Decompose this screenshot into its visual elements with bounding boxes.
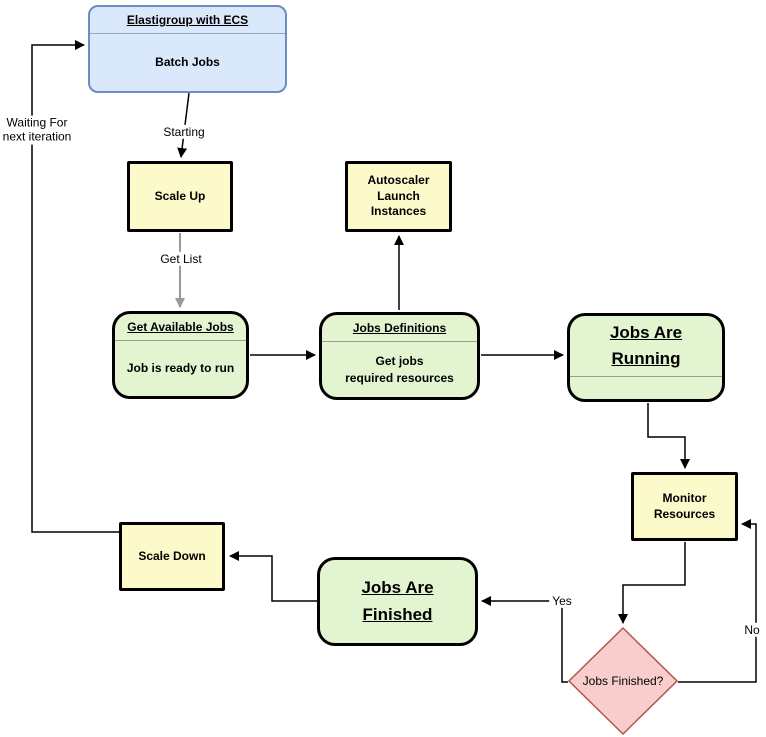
edge-finished-to-scaledown: [229, 551, 317, 602]
node-title: Jobs Are Finished: [361, 578, 434, 624]
node-get-available-jobs[interactable]: Get Available Jobs Job is ready to run: [112, 311, 249, 399]
node-jobs-finished-decision[interactable]: Jobs Finished?: [568, 627, 678, 735]
node-title: Get Available Jobs: [115, 314, 246, 341]
edge-label-no: No: [741, 622, 763, 638]
node-title: Elastigroup with ECS: [90, 7, 285, 34]
node-jobs-are-running[interactable]: Jobs Are Running: [567, 313, 725, 402]
node-scale-down[interactable]: Scale Down: [119, 522, 225, 591]
node-autoscaler-launch-instances[interactable]: Autoscaler Launch Instances: [345, 161, 452, 232]
edge-decision-yes-to-finished: [481, 596, 568, 683]
node-body-empty: [570, 377, 722, 399]
edge-decision-no-to-monitor: [678, 519, 757, 683]
node-body: Batch Jobs: [155, 55, 220, 70]
node-elastigroup-batch-jobs[interactable]: Elastigroup with ECS Batch Jobs: [88, 5, 287, 93]
node-jobs-are-finished[interactable]: Jobs Are Finished: [317, 557, 478, 646]
node-label: Scale Down: [138, 548, 206, 563]
node-label: Jobs Finished?: [582, 674, 664, 688]
node-monitor-resources[interactable]: Monitor Resources: [631, 472, 738, 541]
edge-running-to-monitor: [647, 403, 690, 469]
edge-label-starting: Starting: [160, 124, 208, 140]
node-body: Job is ready to run: [126, 361, 235, 376]
node-label: Scale Up: [154, 188, 206, 203]
edge-label-waiting-for-next-iteration: Waiting For next iteration: [0, 115, 75, 145]
edge-label-get-list: Get List: [157, 251, 205, 267]
node-scale-up[interactable]: Scale Up: [127, 161, 233, 232]
node-title: Jobs Definitions: [322, 315, 477, 342]
node-jobs-definitions[interactable]: Jobs Definitions Get jobs required resou…: [319, 312, 480, 400]
node-label: Monitor Resources: [653, 490, 716, 521]
edge-monitor-to-decision: [618, 542, 686, 624]
diamond-shape: [568, 627, 678, 735]
node-label: Autoscaler Launch Instances: [367, 173, 430, 219]
node-title: Jobs Are Running: [570, 316, 722, 377]
edge-label-yes: Yes: [549, 593, 575, 609]
node-body: Get jobs required resources: [345, 353, 454, 385]
